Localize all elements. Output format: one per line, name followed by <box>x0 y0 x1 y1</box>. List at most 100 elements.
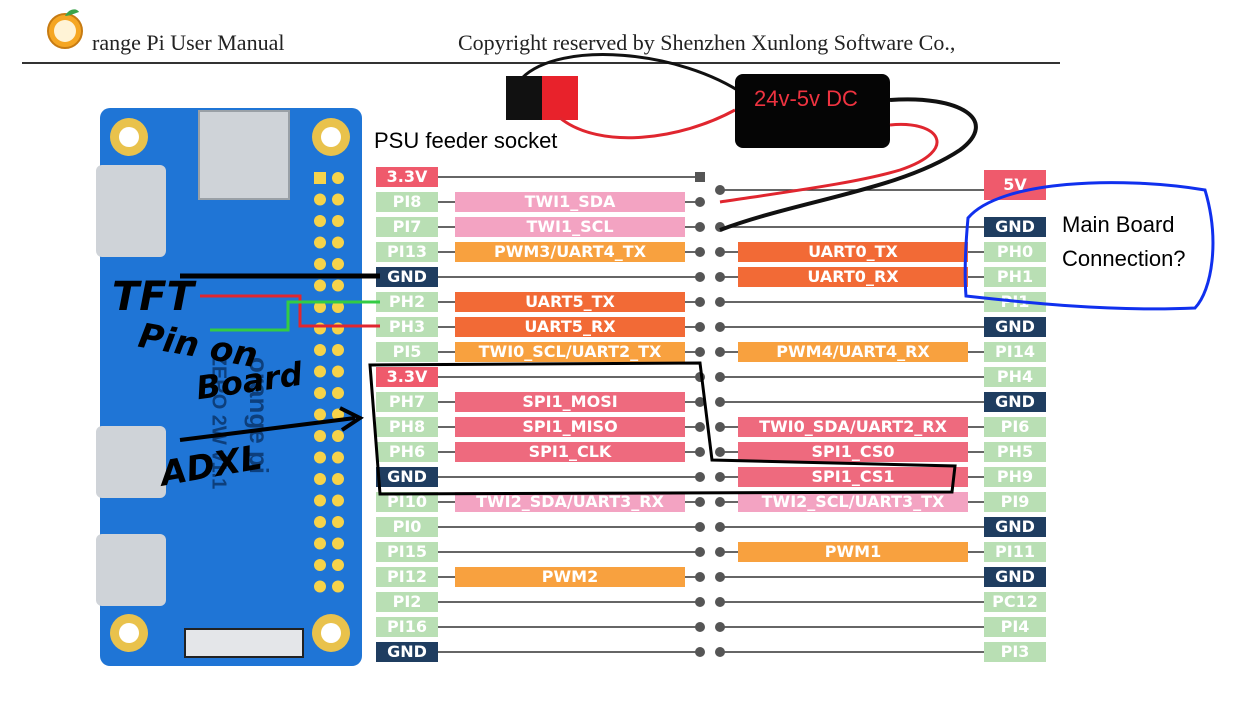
usb-port-bottom <box>96 534 166 606</box>
left-pin-17: PI2 <box>376 592 438 612</box>
right-pin-10: PH5 <box>984 442 1046 462</box>
right-dot-0 <box>715 185 725 195</box>
right-dot-12 <box>715 497 725 507</box>
right-func-14: PWM1 <box>738 542 968 562</box>
left-pin-19: GND <box>376 642 438 662</box>
mount-hole-bl <box>110 614 148 652</box>
right-dot-13 <box>715 522 725 532</box>
left-dot-13 <box>695 497 705 507</box>
left-func-9: SPI1_MOSI <box>455 392 685 412</box>
header-rule <box>22 62 1060 64</box>
header-pin <box>314 279 326 292</box>
header-pin <box>314 537 326 550</box>
left-pin-11: PH6 <box>376 442 438 462</box>
right-pin-6: PI14 <box>984 342 1046 362</box>
right-pin-9: PI6 <box>984 417 1046 437</box>
header-pin <box>314 301 326 313</box>
header-pin <box>332 451 344 464</box>
right-pin-12: PI9 <box>984 492 1046 512</box>
right-func-6: PWM4/UART4_RX <box>738 342 968 362</box>
left-func-11: SPI1_CLK <box>455 442 685 462</box>
right-pin-17: PI4 <box>984 617 1046 637</box>
left-pin-15: PI15 <box>376 542 438 562</box>
left-dot-10 <box>695 422 705 432</box>
right-pin-16: PC12 <box>984 592 1046 612</box>
right-pin-0: 5V <box>984 170 1046 200</box>
right-dot-2 <box>715 247 725 257</box>
header-pin <box>314 408 326 421</box>
left-dot-17 <box>695 597 705 607</box>
header-pin <box>314 580 326 593</box>
right-pin-2: PH0 <box>984 242 1046 262</box>
left-dot-6 <box>695 322 705 332</box>
header-pin <box>332 193 344 206</box>
right-pin-3: PH1 <box>984 267 1046 287</box>
header-pin <box>332 172 344 184</box>
right-dot-8 <box>715 397 725 407</box>
right-func-10: SPI1_CS0 <box>738 442 968 462</box>
left-func-3: PWM3/UART4_TX <box>455 242 685 262</box>
header-pin <box>314 365 326 378</box>
right-dot-15 <box>715 572 725 582</box>
header-pin <box>332 258 344 270</box>
mount-hole-br <box>312 614 350 652</box>
camera-connector <box>184 628 304 658</box>
left-pin-1: PI8 <box>376 192 438 212</box>
header-pin <box>314 451 326 464</box>
header-pin <box>332 516 344 528</box>
header-pin <box>332 580 344 593</box>
right-pin-8: GND <box>984 392 1046 412</box>
header-pin <box>314 236 326 249</box>
right-dot-5 <box>715 322 725 332</box>
mount-hole-tl <box>110 118 148 156</box>
left-dot-7 <box>695 347 705 357</box>
header-pin <box>314 172 326 184</box>
left-pin-0: 3.3V <box>376 167 438 187</box>
converter-label: 24v-5v DC <box>754 86 858 111</box>
psu-socket-label: PSU feeder socket <box>374 128 558 153</box>
left-pin-3: PI13 <box>376 242 438 262</box>
right-pin-1: GND <box>984 217 1046 237</box>
tft-label: TFT <box>112 274 194 320</box>
header-pin <box>314 258 326 270</box>
left-dot-11 <box>695 447 705 457</box>
header-pin <box>314 559 326 571</box>
left-pin-5: PH2 <box>376 292 438 312</box>
right-func-3: UART0_RX <box>738 267 968 287</box>
left-func-6: UART5_RX <box>455 317 685 337</box>
right-func-2: UART0_TX <box>738 242 968 262</box>
left-dot-0 <box>695 172 705 182</box>
header-pin <box>332 494 344 507</box>
header-pin <box>332 301 344 313</box>
mount-hole-tr <box>312 118 350 156</box>
usb-port-mid <box>96 426 166 498</box>
left-func-1: TWI1_SDA <box>455 192 685 212</box>
right-dot-10 <box>715 447 725 457</box>
left-pin-12: GND <box>376 467 438 487</box>
left-func-2: TWI1_SCL <box>455 217 685 237</box>
right-dot-6 <box>715 347 725 357</box>
right-pin-18: PI3 <box>984 642 1046 662</box>
left-dot-1 <box>695 197 705 207</box>
usb-port-top <box>96 165 166 257</box>
left-pin-6: PH3 <box>376 317 438 337</box>
left-func-16: PWM2 <box>455 567 685 587</box>
header-pin <box>314 215 326 227</box>
left-dot-3 <box>695 247 705 257</box>
left-pin-4: GND <box>376 267 438 287</box>
header-pin <box>332 408 344 421</box>
manual-title: range Pi User Manual <box>92 30 285 55</box>
left-pin-7: PI5 <box>376 342 438 362</box>
left-pin-16: PI12 <box>376 567 438 587</box>
right-dot-3 <box>715 272 725 282</box>
header-pin <box>314 494 326 507</box>
header-pin <box>314 193 326 206</box>
left-pin-2: PI7 <box>376 217 438 237</box>
header-pin <box>332 473 344 485</box>
right-dot-18 <box>715 647 725 657</box>
header-pin <box>332 559 344 571</box>
header-pin <box>332 387 344 399</box>
left-dot-14 <box>695 522 705 532</box>
header-pin <box>332 215 344 227</box>
right-dot-17 <box>715 622 725 632</box>
